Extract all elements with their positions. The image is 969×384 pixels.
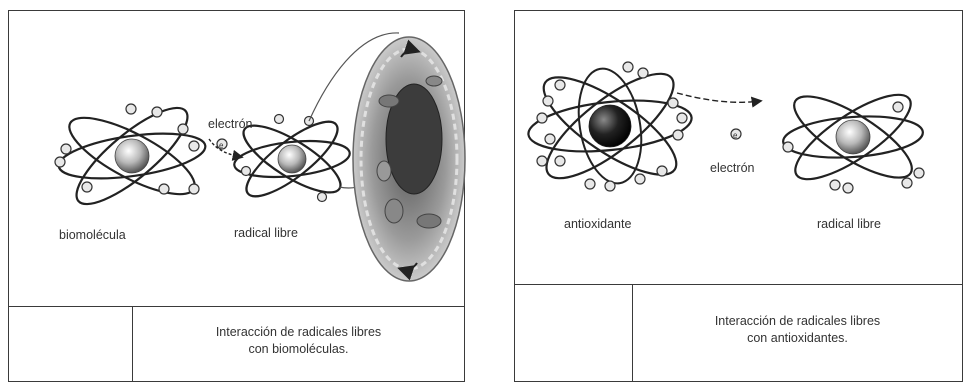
electron-symbol: e bbox=[219, 141, 224, 150]
nucleus-icon bbox=[115, 139, 149, 173]
electron-transfer-left: e bbox=[209, 139, 241, 157]
caption-empty-cell bbox=[515, 285, 633, 381]
nucleus-icon bbox=[278, 145, 306, 173]
caption-row-left: Interacción de radicales libres con biom… bbox=[9, 307, 464, 381]
diagram-area-left: e bbox=[9, 11, 464, 307]
diagram-area-right: e antioxidante electrón radical libre bbox=[515, 11, 962, 285]
label-free-radical: radical libre bbox=[234, 226, 298, 240]
cell-illustration bbox=[353, 37, 465, 281]
caption-empty-cell bbox=[9, 307, 133, 381]
free-radical-atom-right bbox=[782, 81, 924, 194]
antioxidant-atom bbox=[526, 57, 694, 194]
biomolecule-atom bbox=[55, 94, 208, 218]
electron-symbol: e bbox=[733, 131, 738, 140]
panel-antioxidant-interaction: e antioxidante electrón radical libre bbox=[514, 10, 963, 382]
label-electron: electrón bbox=[208, 117, 253, 131]
label-antioxidant: antioxidante bbox=[564, 217, 631, 231]
nucleus-icon bbox=[836, 120, 870, 154]
antioxidant-diagram: e antioxidante electrón radical libre bbox=[515, 11, 964, 285]
caption-left: Interacción de radicales libres con biom… bbox=[133, 307, 464, 381]
nucleus-icon bbox=[589, 105, 631, 147]
label-electron: electrón bbox=[710, 161, 755, 175]
caption-right: Interacción de radicales libres con anti… bbox=[633, 285, 962, 381]
label-free-radical: radical libre bbox=[817, 217, 881, 231]
label-biomolecule: biomolécula bbox=[59, 228, 126, 242]
panel-biomolecule-interaction: e bbox=[8, 10, 465, 382]
electron-transfer-right: e bbox=[677, 93, 760, 140]
caption-row-right: Interacción de radicales libres con anti… bbox=[515, 285, 962, 381]
biomolecule-diagram: e bbox=[9, 11, 466, 307]
